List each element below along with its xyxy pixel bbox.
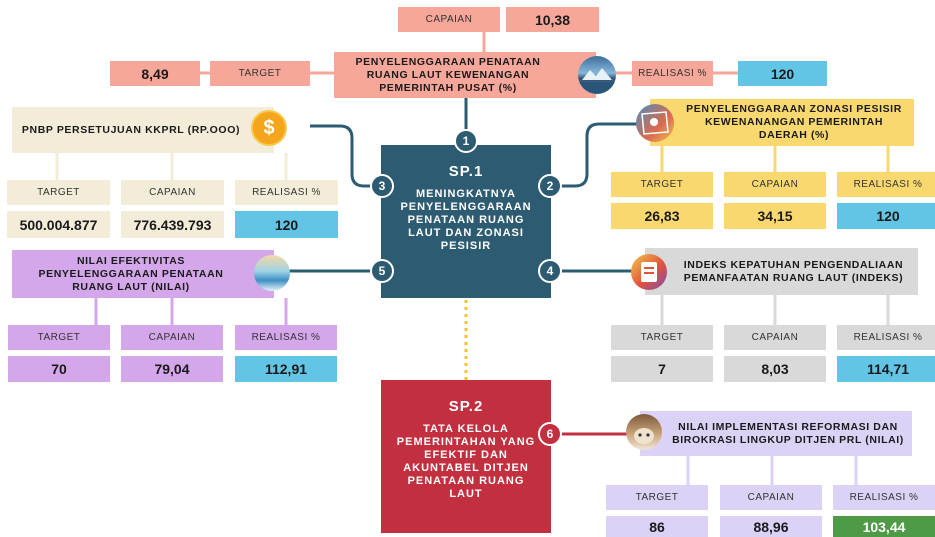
ind1-title: PENYELENGGARAAN PENATAAN RUANG LAUT KEWE… — [334, 52, 596, 98]
ind3-target-value: 500.004.877 — [7, 211, 110, 238]
ind6-title: NILAI IMPLEMENTASI REFORMASI DAN BIROKRA… — [640, 411, 912, 456]
ind2-realisasi-label: REALISASI % — [837, 172, 935, 197]
sp2-box: SP.2 TATA KELOLA PEMERINTAHAN YANG EFEKT… — [381, 380, 551, 533]
ind5-capaian-label: CAPAIAN — [121, 325, 223, 350]
ind6-capaian-value: 88,96 — [720, 516, 822, 537]
ind1-target-label: TARGET — [210, 61, 310, 86]
ind2-target-value: 26,83 — [611, 203, 713, 229]
sea-waves-icon — [254, 255, 290, 291]
ind3-realisasi-label: REALISASI % — [235, 180, 338, 205]
ind2-capaian-label: CAPAIAN — [724, 172, 826, 197]
ind4-target-value: 7 — [611, 356, 713, 382]
badge-1: 1 — [454, 129, 478, 153]
ind5-realisasi-value: 112,91 — [235, 356, 337, 382]
ind2-realisasi-value: 120 — [837, 203, 935, 229]
badge-5: 5 — [370, 259, 394, 283]
ind1-realisasi-value: 120 — [738, 61, 827, 86]
badge-2: 2 — [538, 174, 562, 198]
coin-icon: $ — [251, 110, 287, 146]
ind5-realisasi-label: REALISASI % — [235, 325, 337, 350]
ind5-title: NILAI EFEKTIVITAS PENYELENGGARAAN PENATA… — [12, 250, 274, 298]
sp1-text: MENINGKATNYA PENYELENGGARAAN PENATAAN RU… — [400, 188, 532, 252]
ind4-realisasi-label: REALISASI % — [837, 325, 935, 350]
ind6-target-value: 86 — [606, 516, 708, 537]
ind1-capaian-value: 10,38 — [506, 7, 599, 32]
ind4-capaian-value: 8,03 — [724, 356, 826, 382]
ind5-target-label: TARGET — [8, 325, 110, 350]
ind4-capaian-label: CAPAIAN — [724, 325, 826, 350]
ind1-realisasi-label: REALISASI % — [632, 61, 713, 86]
ind1-capaian-label: CAPAIAN — [398, 7, 500, 32]
ind6-target-label: TARGET — [606, 485, 708, 510]
ind3-realisasi-value: 120 — [235, 211, 338, 238]
coastal-map-icon — [636, 104, 674, 142]
ind5-target-value: 70 — [8, 356, 110, 382]
sp1-box: SP.1 MENINGKATNYA PENYELENGGARAAN PENATA… — [381, 145, 551, 298]
badge-3: 3 — [370, 174, 394, 198]
ind6-realisasi-value: 103,44 — [833, 516, 935, 537]
ind2-capaian-value: 34,15 — [724, 203, 826, 229]
sp2-text: TATA KELOLA PEMERINTAHAN YANG EFEKTIF DA… — [396, 423, 536, 500]
ind3-capaian-label: CAPAIAN — [121, 180, 224, 205]
ind4-target-label: TARGET — [611, 325, 713, 350]
badge-6: 6 — [538, 422, 562, 446]
ind3-capaian-value: 776.439.793 — [121, 211, 224, 238]
ind3-title: PNBP PERSETUJUAN KKPRL (RP.OOO) — [12, 107, 274, 153]
ind6-realisasi-label: REALISASI % — [833, 485, 935, 510]
ind4-title: INDEKS KEPATUHAN PENGENDALIAAN PEMANFAAT… — [645, 248, 918, 295]
sp1-code: SP.1 — [448, 163, 484, 180]
sp2-code: SP.2 — [448, 398, 484, 415]
ind3-target-label: TARGET — [7, 180, 110, 205]
ind5-capaian-value: 79,04 — [121, 356, 223, 382]
ind2-title: PENYELENGGARAAN ZONASI PESISIR KEWENANAN… — [650, 99, 914, 146]
ind1-target-value: 8,49 — [110, 61, 200, 86]
bureaucracy-cat-icon — [626, 414, 662, 450]
ind4-realisasi-value: 114,71 — [837, 356, 935, 382]
ind2-target-label: TARGET — [611, 172, 713, 197]
compliance-badge-icon — [631, 254, 667, 290]
badge-4: 4 — [538, 259, 562, 283]
ind6-capaian-label: CAPAIAN — [720, 485, 822, 510]
ocean-landscape-icon — [578, 56, 616, 94]
